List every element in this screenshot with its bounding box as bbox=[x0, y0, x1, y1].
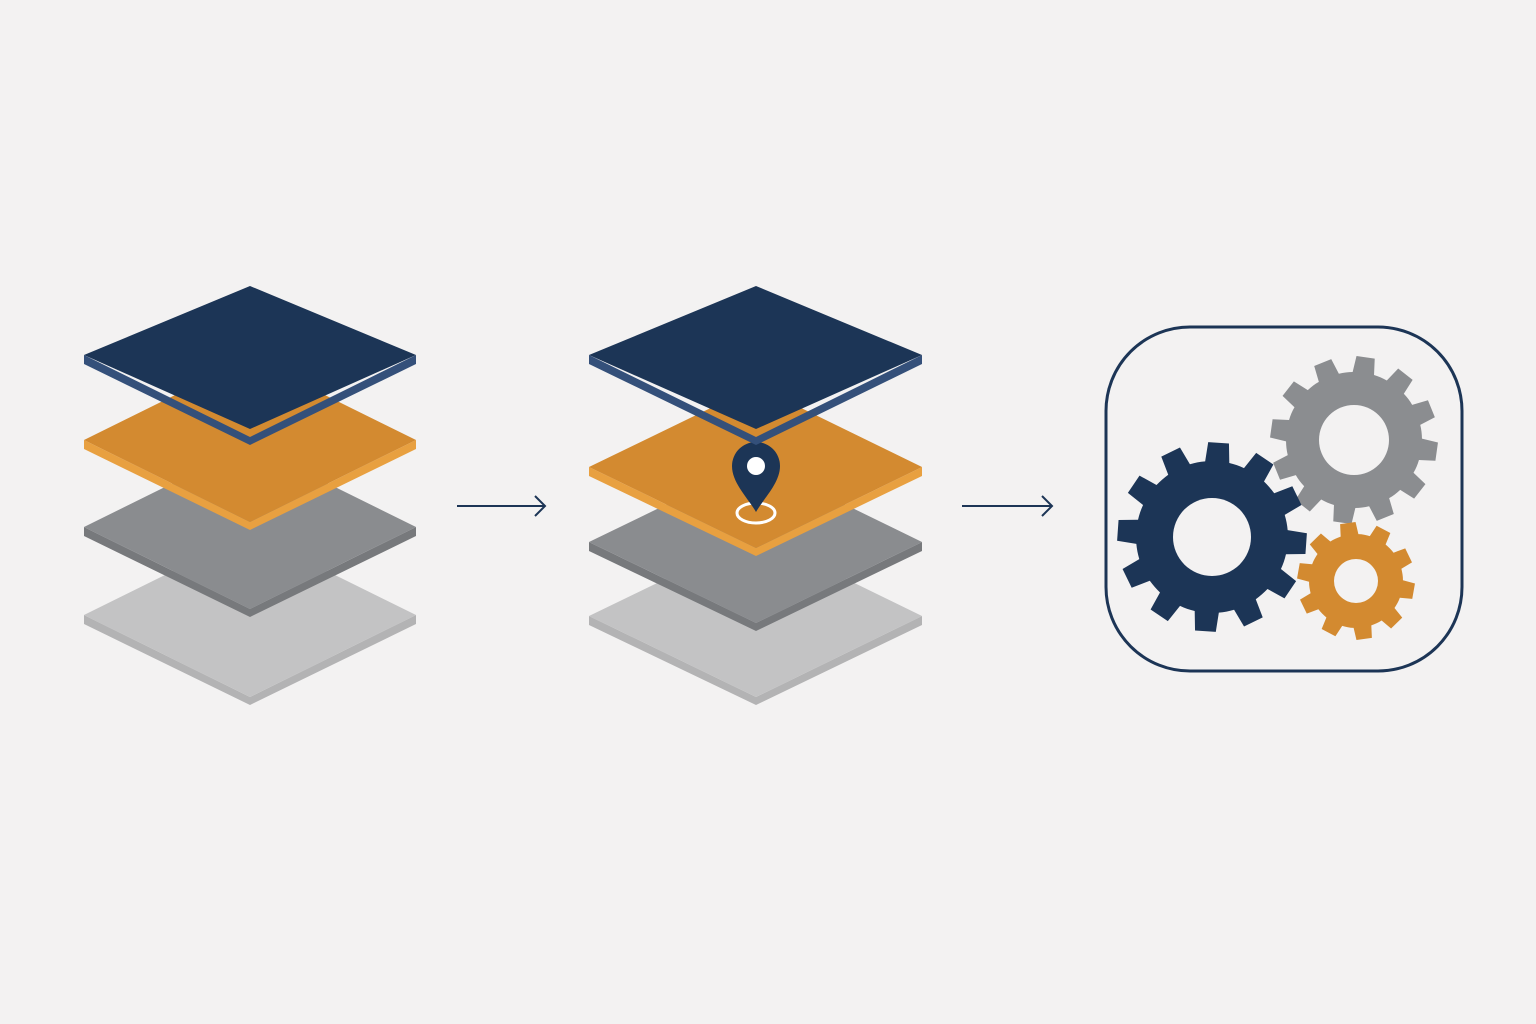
gear-icon bbox=[1270, 356, 1438, 524]
step-1-layer-stack bbox=[84, 286, 416, 705]
gears-panel-frame bbox=[1104, 325, 1464, 673]
gear-icon bbox=[1117, 442, 1307, 632]
step-3-gears-panel bbox=[1104, 325, 1464, 673]
gear-icon bbox=[1297, 522, 1415, 640]
gear-hole bbox=[1173, 498, 1251, 576]
layer-navy bbox=[589, 286, 922, 445]
layer-navy bbox=[84, 286, 416, 445]
arrow-right-icon bbox=[962, 495, 1054, 517]
gear-hole bbox=[1334, 559, 1378, 603]
map-pin-icon bbox=[732, 442, 780, 525]
arrow-right-icon bbox=[457, 495, 547, 517]
step-2-layer-stack-with-location bbox=[589, 286, 922, 705]
gear-hole bbox=[1319, 405, 1389, 475]
